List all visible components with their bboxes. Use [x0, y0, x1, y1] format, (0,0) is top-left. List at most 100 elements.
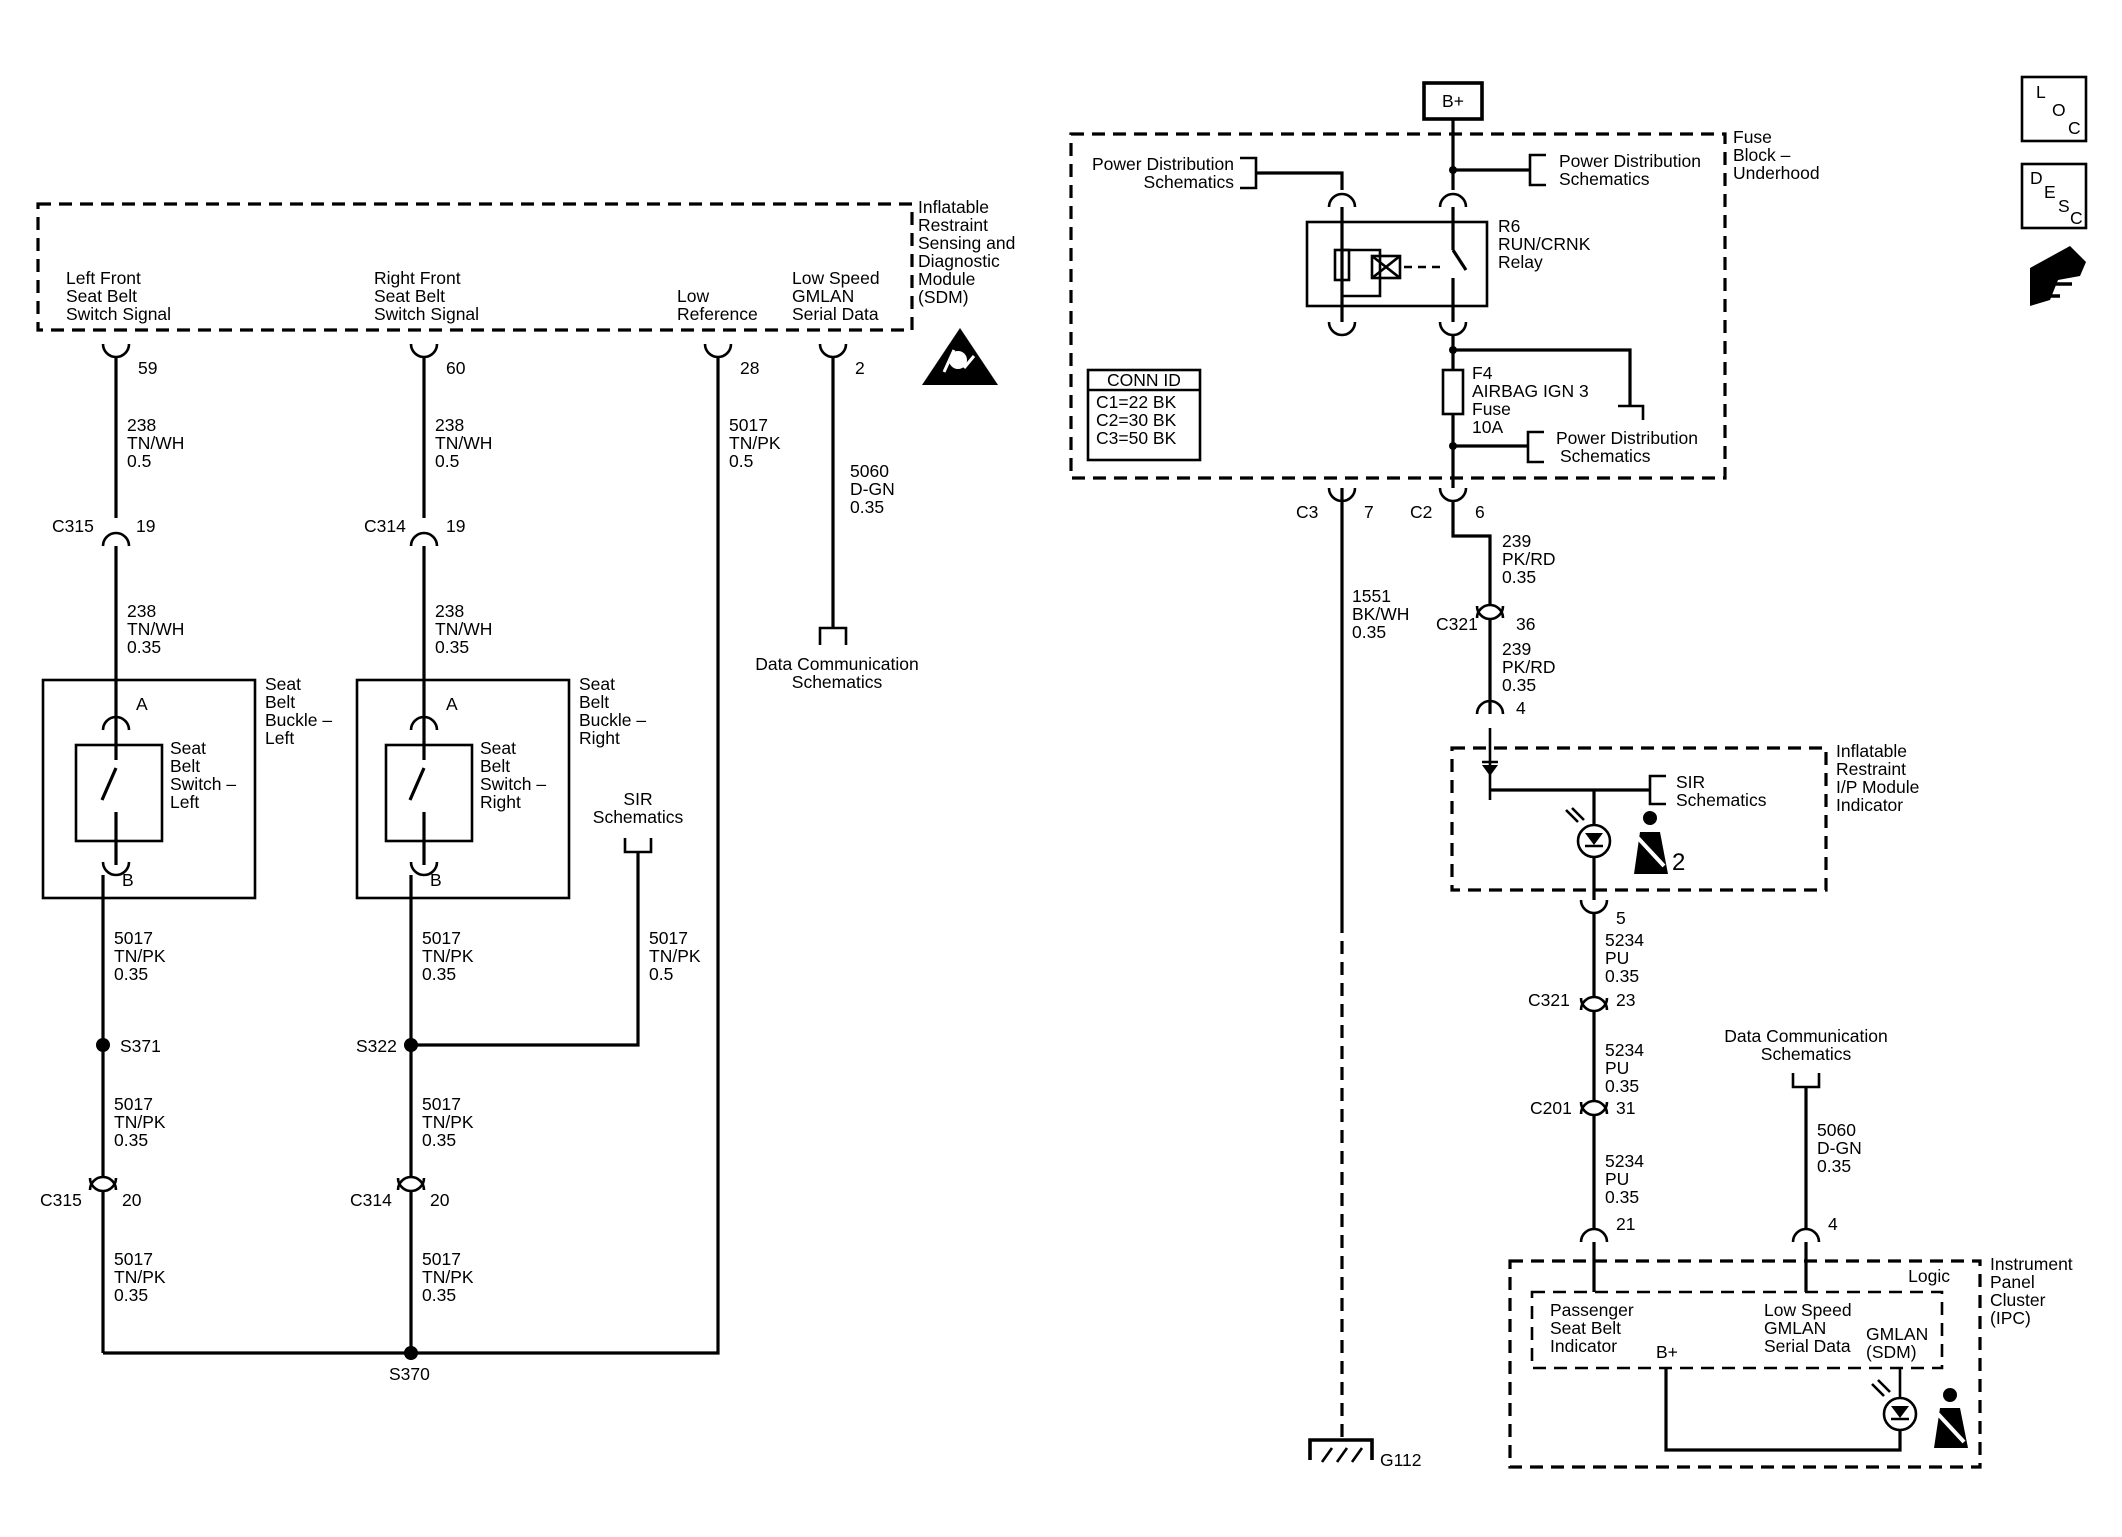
power-dist-ref-1-text-1: Power Distribution — [1092, 154, 1234, 174]
seat-belt-buckle-left[interactable]: Seat Belt Buckle – Left A Seat Belt Swit… — [41, 674, 332, 900]
wire-238-rf2-color: TN/WH — [435, 619, 492, 639]
c315-pin19-label: 19 — [136, 516, 155, 536]
ip-module-pin4-connector — [1475, 699, 1505, 715]
buckle-right-title-4: Right — [579, 728, 620, 748]
ipc-pin21-label: 21 — [1616, 1214, 1635, 1234]
ip-module-pin5-label: 5 — [1616, 908, 1626, 928]
ipc-pass-indicator-3: Indicator — [1550, 1336, 1617, 1356]
buckle-left-pin-b: B — [122, 870, 134, 890]
c321-label-2: C321 — [1528, 990, 1570, 1010]
connector-icon[interactable] — [2030, 246, 2086, 306]
c315-label-top: C315 — [52, 516, 94, 536]
ipc-seatbelt-icon — [1934, 1388, 1968, 1448]
sir-ref-right-2: Schematics — [1676, 790, 1767, 810]
c201-label: C201 — [1530, 1098, 1572, 1118]
sir-ref-left[interactable]: SIR Schematics — [411, 789, 683, 1047]
wire-5017-low-color: TN/PK — [729, 433, 781, 453]
wire-5060-num: 5060 — [850, 461, 889, 481]
wire-5017-rf-size: 0.35 — [422, 964, 456, 984]
switch-right-label-3: Switch – — [480, 774, 546, 794]
gmlan-label-2: GMLAN — [792, 286, 854, 306]
splice-s322-label: S322 — [356, 1036, 397, 1056]
fuse-block-underhood: Fuse Block – Underhood — [1069, 127, 1820, 480]
fuse-block-title-2: Block – — [1733, 145, 1791, 165]
ipc-title-4: (IPC) — [1990, 1308, 2031, 1328]
wire-5234-b-size: 0.35 — [1605, 1076, 1639, 1096]
wire-1551-num: 1551 — [1352, 586, 1391, 606]
indicator-number: 2 — [1672, 849, 1685, 876]
wire-5017-low-num: 5017 — [729, 415, 768, 435]
seatbelt-warning-icon — [1634, 811, 1668, 874]
instrument-panel-cluster[interactable]: Instrument Panel Cluster (IPC) Logic Pas… — [1508, 1242, 2073, 1469]
seat-belt-switch-right — [384, 743, 474, 843]
wire-5234-a-size: 0.35 — [1605, 966, 1639, 986]
pin-28-label: 28 — [740, 358, 759, 378]
conn-id-c1: C1=22 BK — [1096, 392, 1177, 412]
fuse-label-4: 10A — [1472, 417, 1503, 437]
relay-label-3: Relay — [1498, 252, 1543, 272]
ip-module-indicator[interactable]: Inflatable Restraint I/P Module Indicato… — [1450, 728, 1919, 900]
buckle-right-title-1: Seat — [579, 674, 615, 694]
wire-1551-size: 0.35 — [1352, 622, 1386, 642]
low-ref-label-2: Reference — [677, 304, 758, 324]
gmlan-label-3: Serial Data — [792, 304, 879, 324]
wire-5017-low-size: 0.5 — [729, 451, 753, 471]
wire-5060-ipc-color: D-GN — [1817, 1138, 1862, 1158]
seat-belt-buckle-right[interactable]: Seat Belt Buckle – Right A Seat Belt Swi… — [355, 674, 646, 900]
c2-label: C2 — [1410, 502, 1432, 522]
wire-5017-rf3-num: 5017 — [422, 1094, 461, 1114]
power-dist-ref-3-text-1: Power Distribution — [1556, 428, 1698, 448]
airbag-warning-icon — [922, 328, 998, 385]
sdm-title-4: Diagnostic — [918, 251, 1000, 271]
wire-238-rf2-size: 0.35 — [435, 637, 469, 657]
battery-b-plus: B+ — [1422, 81, 1484, 121]
power-dist-ref-1[interactable]: Power Distribution Schematics — [1092, 154, 1344, 192]
run-crnk-relay: R6 RUN/CRNK Relay — [1305, 192, 1591, 337]
data-comm-ref-right[interactable]: Data Communication Schematics — [1724, 1026, 1888, 1089]
rf-signal-label-3: Switch Signal — [374, 304, 479, 324]
ip-module-pin5-connector — [1579, 899, 1609, 915]
ip-module-title-4: Indicator — [1836, 795, 1903, 815]
ground-g112-icon — [1308, 1438, 1374, 1463]
seat-belt-switch-left — [74, 743, 164, 843]
wire-239-num: 239 — [1502, 531, 1531, 551]
wire-239b-color: PK/RD — [1502, 657, 1555, 677]
wire-5060-color: D-GN — [850, 479, 895, 499]
power-dist-ref-2[interactable]: Power Distribution Schematics — [1449, 151, 1701, 189]
buckle-right-pin-b: B — [430, 870, 442, 890]
ipc-gmlan-3: Serial Data — [1764, 1336, 1851, 1356]
sdm-title-6: (SDM) — [918, 287, 969, 307]
wire-238-lf-size: 0.5 — [127, 451, 151, 471]
wire-5017-rf-color: TN/PK — [422, 946, 474, 966]
wire-5017-sir-size: 0.5 — [649, 964, 673, 984]
ipc-title-2: Panel — [1990, 1272, 2035, 1292]
pin-60-connector — [409, 343, 439, 359]
pin-28-connector — [703, 343, 733, 359]
wire-5060-ipc-num: 5060 — [1817, 1120, 1856, 1140]
pin-60-label: 60 — [446, 358, 466, 378]
ipc-pin4-label: 4 — [1828, 1214, 1838, 1234]
wire-239b-size: 0.35 — [1502, 675, 1536, 695]
conn-id-table: CONN ID C1=22 BK C2=30 BK C3=50 BK — [1086, 368, 1202, 462]
desc-button[interactable]: D E S C — [2020, 162, 2088, 230]
sdm-title-3: Sensing and — [918, 233, 1015, 253]
lf-signal-label-3: Switch Signal — [66, 304, 171, 324]
sdm-module: Inflatable Restraint Sensing and Diagnos… — [36, 197, 1015, 385]
wire-5017-lf4-num: 5017 — [114, 1249, 153, 1269]
c314-pin19-label: 19 — [446, 516, 465, 536]
buckle-left-title-1: Seat — [265, 674, 301, 694]
buckle-right-title-3: Buckle – — [579, 710, 646, 730]
sir-ref-right-1: SIR — [1676, 772, 1705, 792]
c3-label: C3 — [1296, 502, 1318, 522]
loc-button[interactable]: L O C — [2020, 75, 2088, 143]
fuse-block-title-3: Underhood — [1733, 163, 1820, 183]
buckle-right-pin-a: A — [446, 694, 458, 714]
airbag-ign3-fuse: F4 AIRBAG IGN 3 Fuse 10A — [1441, 335, 1645, 488]
data-comm-ref-left[interactable]: Data Communication Schematics — [755, 626, 919, 692]
lf-signal-label-1: Left Front — [66, 268, 141, 288]
fuse-block-title-1: Fuse — [1733, 127, 1772, 147]
wire-5060-ipc-size: 0.35 — [1817, 1156, 1851, 1176]
ipc-title-3: Cluster — [1990, 1290, 2046, 1310]
power-dist-ref-3[interactable]: Power Distribution Schematics — [1526, 428, 1698, 466]
switch-left-label-3: Switch – — [170, 774, 236, 794]
